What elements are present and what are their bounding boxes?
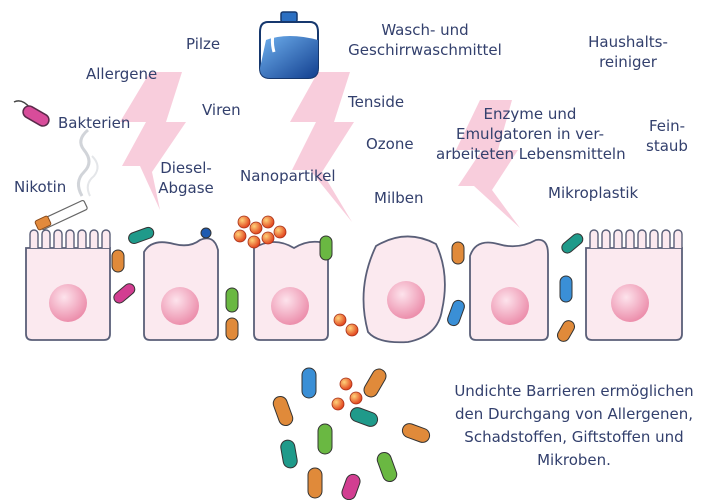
label-diesel-line1: Diesel- xyxy=(150,158,222,178)
caption: Undichte Barrieren ermöglichen den Durch… xyxy=(440,380,708,472)
label-enzyme-line3: arbeiteten Lebensmitteln xyxy=(436,144,624,164)
label-fein-line1: Fein- xyxy=(642,116,692,136)
label-diesel-line2: Abgase xyxy=(150,178,222,198)
label-ozone: Ozone xyxy=(366,134,414,154)
label-enzyme: Enzyme und Emulgatoren in ver- arbeitete… xyxy=(436,104,624,164)
label-haushalt-line2: reiniger xyxy=(578,52,678,72)
label-bakterien: Bakterien xyxy=(58,113,130,133)
caption-line2: den Durchgang von Allergenen, xyxy=(440,403,708,426)
label-fein-line2: staub xyxy=(642,136,692,156)
label-waschmittel: Wasch- und Geschirrwaschmittel xyxy=(336,20,514,60)
label-allergene: Allergene xyxy=(86,64,157,84)
label-nanopartikel: Nanopartikel xyxy=(240,166,336,186)
label-tenside: Tenside xyxy=(348,92,404,112)
label-waschmittel-line1: Wasch- und xyxy=(336,20,514,40)
lightning-icon xyxy=(290,72,354,222)
caption-line3: Schadstoffen, Giftstoffen und xyxy=(440,426,708,449)
label-viren: Viren xyxy=(202,100,241,120)
epithelial-cell xyxy=(364,236,445,342)
label-enzyme-line1: Enzyme und xyxy=(436,104,624,124)
label-haushaltsreiniger: Haushalts- reiniger xyxy=(578,32,678,72)
epithelial-cell xyxy=(144,238,218,340)
label-milben: Milben xyxy=(374,188,424,208)
label-enzyme-line2: Emulgatoren in ver- xyxy=(436,124,624,144)
label-diesel: Diesel- Abgase xyxy=(150,158,222,198)
bacterium-icon xyxy=(14,101,51,128)
caption-line1: Undichte Barrieren ermöglichen xyxy=(440,380,708,403)
detergent-bottle-icon xyxy=(260,12,318,78)
label-mikroplastik: Mikroplastik xyxy=(548,183,638,203)
epithelial-cell xyxy=(26,230,110,340)
label-waschmittel-line2: Geschirrwaschmittel xyxy=(336,40,514,60)
label-nikotin: Nikotin xyxy=(14,177,66,197)
label-feinstaub: Fein- staub xyxy=(642,116,692,156)
label-haushalt-line1: Haushalts- xyxy=(578,32,678,52)
caption-line4: Mikroben. xyxy=(440,449,708,472)
label-pilze: Pilze xyxy=(186,34,220,54)
epithelial-cell xyxy=(254,242,328,340)
epithelial-cell xyxy=(470,240,548,340)
epithelial-cell xyxy=(586,230,682,340)
